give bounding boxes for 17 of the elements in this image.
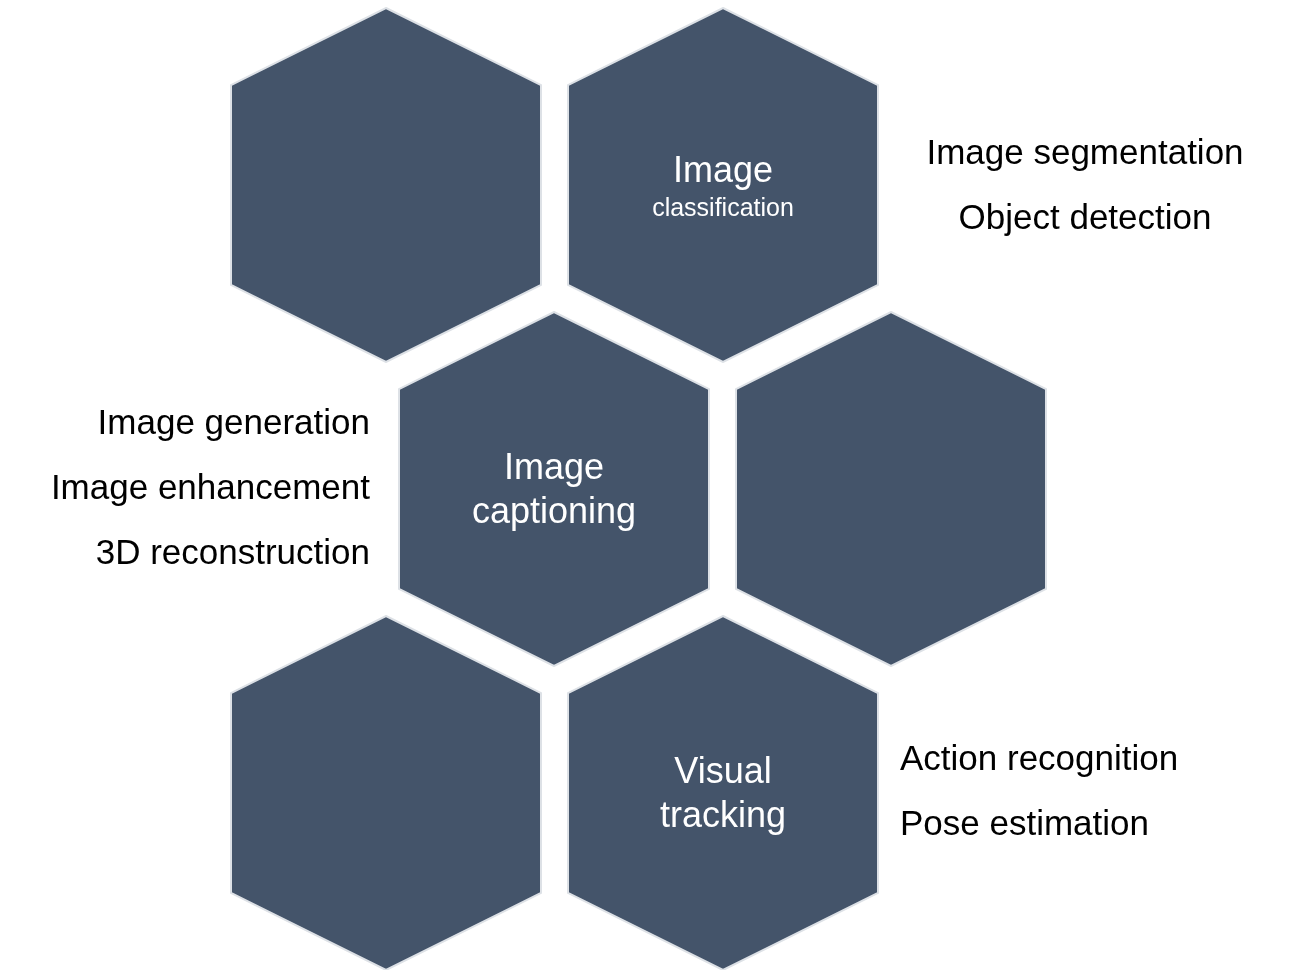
task-label: Pose estimation xyxy=(900,803,1150,843)
hexagon-tile xyxy=(230,615,542,970)
tile-title: Image xyxy=(672,148,774,192)
hexagon-tile xyxy=(735,311,1047,667)
task-label: Action recognition xyxy=(900,738,1179,778)
task-label: Image enhancement xyxy=(50,467,370,507)
hexagon-tile xyxy=(398,311,710,667)
tile-title: Image captioning xyxy=(470,445,638,533)
task-label: Object detection xyxy=(958,197,1212,237)
hexagon-tile xyxy=(567,7,879,363)
tile-title: Visual tracking xyxy=(658,749,788,837)
task-label: Image generation xyxy=(97,402,370,442)
task-label: Image segmentation xyxy=(926,132,1244,172)
task-label: 3D reconstruction xyxy=(95,532,370,572)
hexagon-tile xyxy=(567,615,879,970)
tile-subtitle: classification xyxy=(652,192,794,222)
hexagon-tile xyxy=(230,7,542,363)
